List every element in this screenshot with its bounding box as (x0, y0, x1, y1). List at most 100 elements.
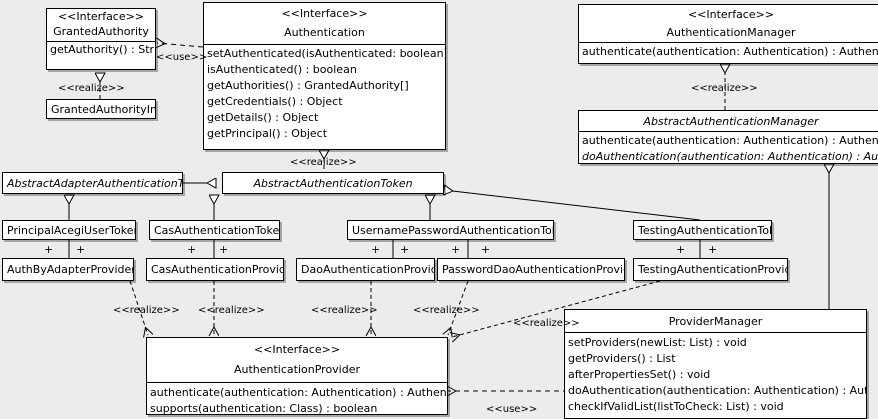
edge-label-realize-dao-authentication-provider: <<realize>> (311, 305, 378, 316)
class-name: AbstractAuthenticationManager (643, 115, 819, 128)
association-marker-plus: + (676, 243, 686, 256)
class-provider-manager[interactable]: ProviderManager setProviders(newList: Li… (564, 309, 867, 419)
edge-label-use-authentication-granted-authority: <<use>> (156, 52, 208, 63)
stereotype-label: <<Interface>> (687, 8, 775, 21)
class-header: TestingAuthenticationToken (634, 221, 771, 239)
operations-compartment: authenticate(authentication: Authenticat… (579, 42, 878, 60)
class-abstract-authentication-manager[interactable]: AbstractAuthenticationManager authentica… (578, 110, 878, 164)
class-name: PrincipalAcegiUserToken (7, 224, 136, 237)
class-header: <<Interface>> AuthenticationManager (579, 5, 878, 42)
class-name: Authentication (284, 26, 365, 39)
association-marker-plus: + (219, 243, 229, 256)
class-name: DaoAuthenticationProvider (301, 263, 435, 276)
class-dao-authentication-provider[interactable]: DaoAuthenticationProvider (296, 258, 435, 281)
class-header: AuthByAdapterProvider (3, 259, 133, 279)
operations-compartment: setProviders(newList: List) : void getPr… (565, 332, 866, 415)
operation: doAuthentication(authentication: Authent… (568, 384, 867, 397)
operation: afterPropertiesSet() : void (568, 368, 711, 381)
association-marker-plus: + (708, 243, 718, 256)
class-header: GrantedAuthorityImpl (47, 100, 155, 118)
class-name: GrantedAuthorityImpl (51, 103, 155, 116)
class-header: <<Interface>> GrantedAuthority (47, 9, 155, 41)
operations-compartment: setAuthenticated(isAuthenticated: boolea… (204, 44, 445, 142)
edge-label-realize-abstract-authentication-manager: <<realize>> (691, 83, 758, 94)
operation: authenticate(authentication: Authenticat… (582, 45, 878, 58)
class-username-password-authentication-token[interactable]: UsernamePasswordAuthenticationToken (347, 220, 554, 240)
stereotype-label: <<Interface>> (253, 343, 341, 356)
operation: getAuthority() : String (50, 43, 155, 56)
association-marker-plus: + (371, 243, 381, 256)
operation: supports(authentication: Class) : boolea… (150, 402, 378, 415)
edge-label-realize-testing-authentication-provider: <<realize>> (513, 318, 580, 329)
class-header: UsernamePasswordAuthenticationToken (348, 221, 554, 239)
operation: authenticate(authentication: Authenticat… (150, 386, 448, 399)
class-header: ProviderManager (565, 310, 866, 332)
association-marker-plus: + (187, 243, 197, 256)
class-name: GrantedAuthority (53, 25, 149, 38)
operations-compartment: getAuthority() : String (47, 41, 155, 58)
operation: isAuthenticated() : boolean (207, 63, 357, 76)
operation: setAuthenticated(isAuthenticated: boolea… (207, 47, 446, 60)
class-header: PasswordDaoAuthenticationProvider (438, 259, 624, 279)
class-name: PasswordDaoAuthenticationProvider (442, 263, 625, 276)
association-marker-plus: + (451, 243, 461, 256)
class-authentication[interactable]: <<Interface>> Authentication setAuthenti… (203, 2, 446, 150)
class-authentication-provider[interactable]: <<Interface>> AuthenticationProvider aut… (146, 337, 448, 415)
class-header: DaoAuthenticationProvider (297, 259, 434, 279)
class-header: AbstractAuthenticationManager (579, 111, 878, 131)
stereotype-label: <<Interface>> (57, 10, 145, 23)
class-header: CasAuthenticationProvider (147, 259, 283, 279)
class-name: CasAuthenticationProvider (151, 263, 284, 276)
class-name: AuthByAdapterProvider (7, 263, 134, 276)
class-name: AuthenticationManager (666, 26, 796, 39)
operation: getAuthorities() : GrantedAuthority[] (207, 79, 409, 92)
edge-label-realize-abstract-authentication-token: <<realize>> (290, 157, 357, 168)
class-testing-authentication-provider[interactable]: TestingAuthenticationProvider (633, 258, 788, 281)
association-marker-plus: + (76, 243, 86, 256)
edge-label-realize-password-dao-authentication-provider: <<realize>> (413, 305, 480, 316)
operation: checkIfValidList(listToCheck: List) : vo… (568, 400, 784, 413)
class-authentication-manager[interactable]: <<Interface>> AuthenticationManager auth… (578, 4, 878, 64)
association-marker-plus: + (44, 243, 54, 256)
association-marker-plus: + (481, 243, 491, 256)
class-header: PrincipalAcegiUserToken (3, 221, 136, 239)
class-granted-authority[interactable]: <<Interface>> GrantedAuthority getAuthor… (46, 8, 156, 70)
stereotype-label: <<Interface>> (281, 7, 368, 20)
class-abstract-adapter-authentication-token[interactable]: AbstractAdapterAuthenticationToken (2, 172, 183, 194)
edge-label-realize-cas-authentication-provider: <<realize>> (198, 305, 265, 316)
edge-label-use-provider-manager-authentication-provider: <<use>> (486, 404, 538, 415)
class-header: AbstractAdapterAuthenticationToken (3, 173, 182, 193)
class-name: ProviderManager (668, 315, 763, 328)
class-principal-acegi-user-token[interactable]: PrincipalAcegiUserToken (2, 220, 136, 240)
class-name: AbstractAuthenticationToken (253, 177, 413, 190)
class-name: CasAuthenticationToken (154, 224, 280, 237)
class-granted-authority-impl[interactable]: GrantedAuthorityImpl (46, 99, 156, 119)
class-name: TestingAuthenticationToken (638, 224, 771, 237)
class-cas-authentication-token[interactable]: CasAuthenticationToken (149, 220, 280, 240)
operations-compartment: authenticate(authentication: Authenticat… (147, 382, 448, 415)
class-testing-authentication-token[interactable]: TestingAuthenticationToken (633, 220, 772, 240)
class-password-dao-authentication-provider[interactable]: PasswordDaoAuthenticationProvider (437, 258, 625, 281)
operation: setProviders(newList: List) : void (568, 336, 747, 349)
class-header: <<Interface>> AuthenticationProvider (147, 338, 447, 382)
class-cas-authentication-provider[interactable]: CasAuthenticationProvider (146, 258, 284, 281)
operation: doAuthentication(authentication: Authent… (582, 150, 878, 163)
class-name: AbstractAdapterAuthenticationToken (7, 177, 183, 190)
class-name: TestingAuthenticationProvider (638, 263, 788, 276)
class-abstract-authentication-token[interactable]: AbstractAuthenticationToken (222, 172, 444, 194)
class-name: UsernamePasswordAuthenticationToken (352, 224, 554, 237)
operation: getDetails() : Object (207, 111, 319, 124)
operations-compartment: authenticate(authentication: Authenticat… (579, 131, 878, 163)
class-header: <<Interface>> Authentication (204, 3, 445, 44)
edge-label-realize-granted-authority-impl: <<realize>> (58, 83, 125, 94)
operation: getPrincipal() : Object (207, 127, 328, 140)
class-header: AbstractAuthenticationToken (223, 173, 443, 193)
operation: authenticate(authentication: Authenticat… (582, 134, 878, 147)
class-auth-by-adapter-provider[interactable]: AuthByAdapterProvider (2, 258, 134, 281)
class-name: AuthenticationProvider (233, 363, 361, 376)
class-header: CasAuthenticationToken (150, 221, 280, 239)
edge-label-realize-auth-by-adapter-provider: <<realize>> (113, 305, 180, 316)
operation: getProviders() : List (568, 352, 676, 365)
operation: getCredentials() : Object (207, 95, 343, 108)
